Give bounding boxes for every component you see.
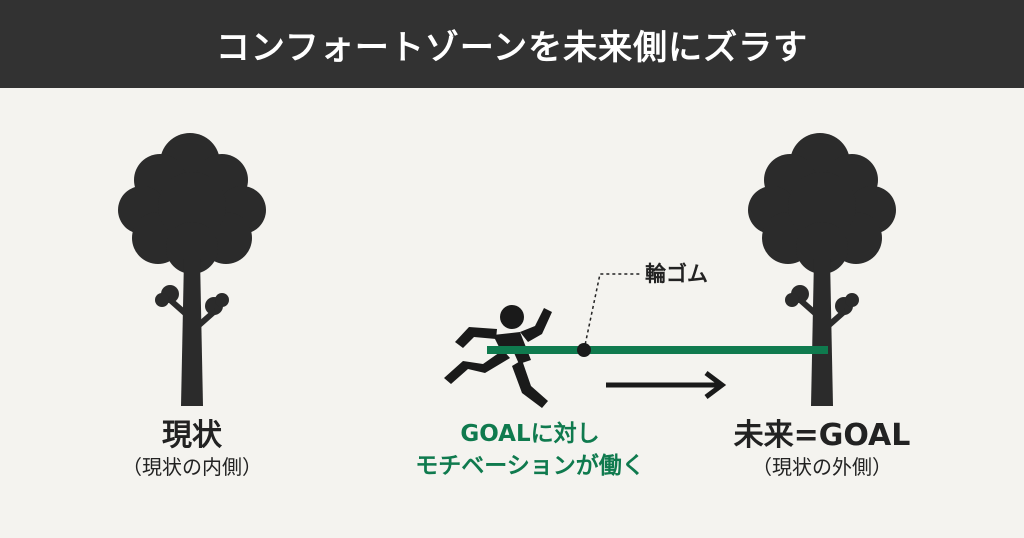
runner-icon xyxy=(444,305,552,408)
diagram-graphics xyxy=(118,133,896,408)
arrow-right-icon xyxy=(606,371,727,399)
motivation-line-2: モチベーションが働く xyxy=(415,453,645,479)
page-title: コンフォートゾーンを未来側にズラす xyxy=(215,27,809,68)
goal-group: 未来=GOAL （現状の外側） xyxy=(702,418,942,480)
header-bar: コンフォートゾーンを未来側にズラす xyxy=(0,0,1024,88)
current-state-sublabel: （現状の内側） xyxy=(122,455,262,479)
motivation-line-1: GOALに対し xyxy=(460,421,600,447)
current-state-group: 現状 （現状の内側） xyxy=(92,418,292,480)
rubber-band-point xyxy=(577,343,591,357)
tree-right-icon xyxy=(748,133,896,406)
diagram-canvas: 輪ゴム 現状 （現状の内側） GOALに対し モチベーションが働く 未来=GOA… xyxy=(0,88,1024,538)
tree-left-icon xyxy=(118,133,266,406)
goal-label: 未来=GOAL xyxy=(733,418,911,453)
motivation-group: GOALに対し モチベーションが働く xyxy=(400,418,660,482)
current-state-label: 現状 xyxy=(162,418,222,453)
rubber-band-label: 輪ゴム xyxy=(645,262,708,286)
rubber-band-leader xyxy=(583,273,640,351)
goal-sublabel: （現状の外側） xyxy=(752,455,892,479)
